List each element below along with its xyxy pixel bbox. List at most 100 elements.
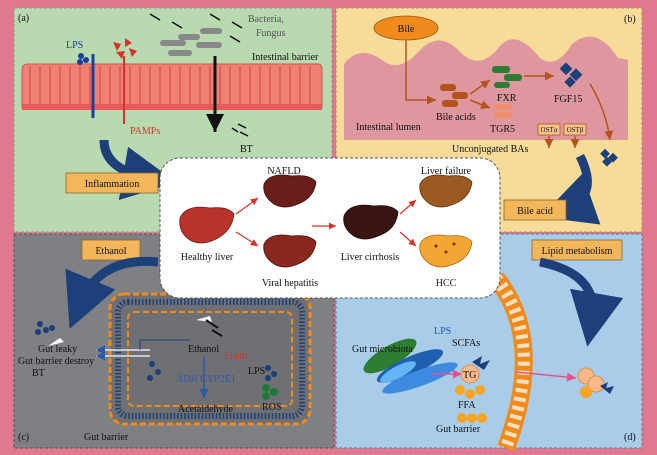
gut-barrier-segments <box>491 274 530 451</box>
bile-acid-pills <box>440 84 468 107</box>
healthy-liver-icon <box>179 206 235 244</box>
leak-bacteria-white <box>48 338 64 346</box>
cirrhosis-to-hcc-arrow <box>399 231 417 247</box>
healthy-to-nafld-arrow <box>235 197 259 215</box>
bt-rods <box>231 123 249 137</box>
ethanol-label: Ethanol <box>188 344 219 355</box>
lps-c-label: LPS <box>248 366 265 377</box>
pamps-label: PAMPs <box>130 126 160 137</box>
gut-leaky-label: Gut leaky <box>38 344 77 355</box>
bile-acid-box <box>503 199 567 221</box>
bacteria-rods <box>149 13 243 43</box>
lps-d-label: LPS <box>434 326 451 337</box>
microbiota-label: Gut microbiota <box>352 344 413 355</box>
to-liver-arrow <box>515 371 577 382</box>
ethanol-box-label: Ethanol <box>95 246 126 257</box>
ost-alpha-label: OSTα <box>541 126 558 134</box>
ros-label: ROS <box>262 402 281 413</box>
viral-hepatitis-liver-icon <box>263 234 317 268</box>
ffa-bottom <box>457 413 487 423</box>
ros-dots <box>262 384 278 400</box>
hcc-spots <box>434 242 456 254</box>
eneth-label: Eneth <box>224 351 247 362</box>
fxr-receptor <box>492 66 522 88</box>
villi-ridges <box>29 66 311 106</box>
fgf15-down-arrow <box>589 83 614 141</box>
panel-a: (a) LPS PAMPs Bacteria, Fungus Intestina… <box>13 7 333 233</box>
ost-beta-label: OSTβ <box>567 126 584 134</box>
liver-failure-label: Liver failure <box>421 166 472 177</box>
cell-lps-dots <box>147 361 161 381</box>
panel-c-letter: (c) <box>18 432 29 443</box>
bacteria-cluster <box>160 28 222 56</box>
leak-lps-dots <box>35 321 55 335</box>
lipid-label: Lipid metabolism <box>542 246 613 257</box>
tg-label: TG <box>463 370 476 381</box>
tg-droplet <box>460 364 480 384</box>
ost-alpha-box <box>537 123 561 136</box>
villi-base <box>22 104 322 110</box>
unconjugated-label: Unconjugated BAs <box>452 144 528 155</box>
cirrhosis-liver-icon <box>343 204 399 240</box>
nafld-liver-icon <box>263 174 317 208</box>
to-tgr5-arrow <box>469 99 491 109</box>
bile-acids-label: Bile acids <box>436 112 476 123</box>
bile-acid-label: Bile acid <box>517 206 553 217</box>
cirrhosis-to-failure-arrow <box>399 199 417 215</box>
scfas-arrowhead <box>472 356 490 370</box>
lipid-arrow <box>539 257 624 347</box>
fgf15-label: FGF15 <box>554 94 582 105</box>
gut-barrier-d-label: Gut barrier <box>436 424 481 435</box>
lps-label: LPS <box>66 40 83 51</box>
panel-a-letter: (a) <box>18 13 29 24</box>
tgr5-receptor <box>494 104 512 118</box>
lps-dots <box>77 53 89 65</box>
nafld-label: NAFLD <box>267 166 300 177</box>
ethanol-box <box>81 239 141 261</box>
intestinal-villi <box>21 63 323 109</box>
ethanol-arrow <box>65 256 159 329</box>
cell-bacteria-rods <box>205 319 223 337</box>
lps-c-dots <box>265 365 277 381</box>
barrier-label: Intestinal barrier <box>252 52 319 63</box>
bile-label: Bile <box>398 24 415 35</box>
bile-arrow <box>405 40 436 105</box>
fgf15-bloodstream <box>600 148 618 167</box>
healthy-to-hepatitis-arrow <box>235 231 259 247</box>
lumen-label: Intestinal lumen <box>356 122 421 133</box>
center-panel: NAFLD Liver failure Healthy liver Viral … <box>159 157 501 299</box>
bt-c-label: BT <box>32 368 45 379</box>
bile-acid-arrow <box>540 153 601 225</box>
panel-d-letter: (d) <box>624 432 636 443</box>
scfas-label: SCFAs <box>452 338 480 349</box>
hcc-label: HCC <box>436 278 457 289</box>
ffa-cluster <box>455 385 485 399</box>
tgr5-label: TGR5 <box>490 124 515 135</box>
cirrhosis-label: Liver cirrhosis <box>341 252 400 263</box>
fxr-label: FXR <box>497 93 517 104</box>
pamps-shapes <box>113 38 137 59</box>
microbiota-cluster <box>363 338 458 394</box>
fungus-label: Fungus <box>256 28 286 39</box>
healthy-liver-label: Healthy liver <box>181 252 234 263</box>
gut-barrier-c-label: Gut barrier <box>84 432 129 443</box>
bt-label: BT <box>240 144 253 155</box>
panel-b-letter: (b) <box>624 14 636 25</box>
bacteria-label: Bacteria, <box>248 14 284 25</box>
viral-hepatitis-label: Viral hepatitis <box>262 278 318 289</box>
inflammation-box <box>65 172 159 194</box>
liver-failure-icon <box>419 174 473 208</box>
ffa-label: FFA <box>458 400 476 411</box>
lipid-box <box>531 239 623 261</box>
to-fxr-arrow <box>469 79 491 95</box>
gut-cell-membrane <box>115 299 305 419</box>
liver-scfas <box>600 382 614 394</box>
liver-ffa <box>580 386 592 398</box>
barrier-destroy-label: Gut barrier destroy <box>18 356 94 367</box>
ost-beta-box <box>563 123 587 136</box>
leak-path <box>139 339 190 350</box>
acetaldehyde-label: Acetaldehyde <box>178 404 234 415</box>
enzymes-label: ADH CYP2E1 <box>176 374 236 385</box>
gut-cell-inner <box>127 311 293 407</box>
